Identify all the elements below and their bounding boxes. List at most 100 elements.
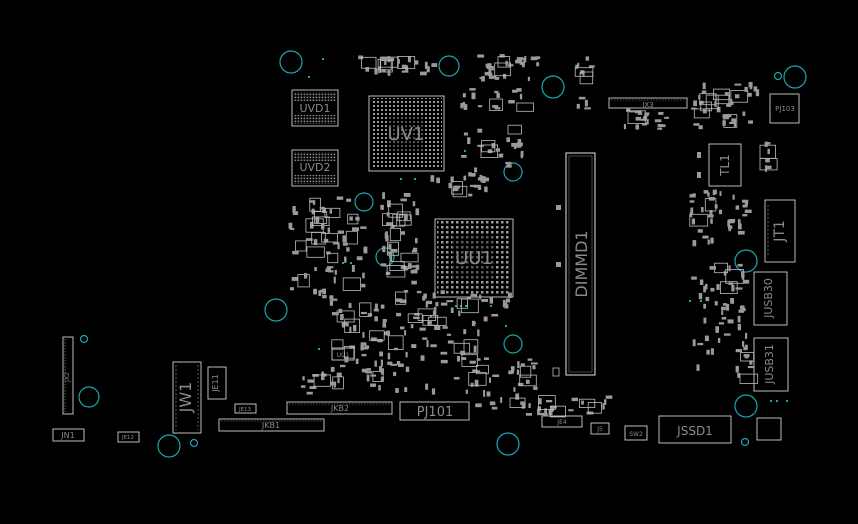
smd-passive	[737, 263, 743, 267]
smd-passive	[422, 295, 426, 301]
smd-passive	[431, 63, 438, 67]
smd-passive	[380, 263, 387, 267]
smd-ic	[345, 230, 358, 245]
smd-passive	[582, 70, 585, 77]
smd-passive	[703, 317, 707, 324]
smd-passive	[419, 327, 426, 331]
connector-jx3: JX3	[608, 97, 688, 109]
smd-passive	[716, 284, 720, 290]
smd-passive	[378, 66, 381, 74]
smd-passive	[698, 95, 701, 100]
tl1-label: TL1	[718, 154, 732, 177]
smd-passive	[327, 266, 334, 269]
smd-passive	[319, 289, 324, 293]
smd-passive	[483, 357, 489, 360]
smd-passive	[588, 65, 595, 68]
smd-passive	[420, 355, 425, 361]
smd-passive	[462, 101, 466, 108]
connector-je4: JE4	[541, 415, 583, 428]
smd-passive	[735, 349, 742, 353]
smd-passive	[520, 363, 525, 367]
smd-passive	[349, 345, 355, 349]
smd-passive	[436, 177, 439, 183]
smd-passive	[380, 376, 384, 382]
smd-passive	[468, 172, 472, 177]
smd-passive	[426, 66, 430, 73]
smd-passive	[393, 371, 397, 377]
smd-passive	[361, 368, 368, 373]
smd-passive	[422, 337, 428, 340]
connector-je12: JE12	[117, 431, 140, 443]
connector-jt1: JT1	[764, 199, 796, 263]
smd-ic	[344, 318, 361, 333]
smd-passive	[481, 76, 485, 82]
smd-passive	[725, 304, 730, 311]
smd-passive	[344, 256, 347, 261]
smd-ic	[311, 232, 326, 245]
smd-ic	[456, 298, 468, 309]
smd-ic	[392, 213, 406, 227]
smd-ic	[331, 339, 344, 350]
smd-passive	[413, 316, 420, 319]
smd-passive	[701, 207, 704, 213]
smd-passive	[735, 365, 739, 373]
smd-passive	[400, 198, 407, 202]
smd-passive	[737, 323, 741, 331]
smd-passive	[440, 302, 448, 306]
smd-ic	[400, 252, 419, 263]
smd-passive	[489, 296, 493, 304]
smd-passive	[742, 111, 746, 116]
smd-passive	[326, 251, 331, 255]
smd-passive	[363, 246, 368, 254]
smd-passive	[690, 207, 694, 214]
smd-passive	[699, 279, 704, 285]
smd-passive	[370, 383, 376, 387]
smd-passive	[727, 319, 734, 324]
smd-passive	[496, 92, 500, 98]
smd-passive	[337, 244, 340, 250]
smd-passive	[358, 55, 364, 60]
smd-passive	[349, 216, 353, 221]
smd-passive	[360, 226, 367, 229]
smd-passive	[714, 204, 718, 209]
smd-passive	[512, 89, 518, 93]
smd-passive	[393, 347, 399, 351]
smd-passive	[575, 64, 578, 69]
smd-passive	[538, 398, 542, 405]
smd-passive	[712, 189, 716, 196]
uu1-small-label: UU1	[337, 352, 350, 359]
smd-passive	[517, 139, 522, 145]
smd-passive	[703, 190, 709, 194]
jkb2-label: JKB2	[330, 404, 349, 413]
smd-passive	[640, 118, 647, 121]
smd-passive	[337, 377, 340, 384]
smd-passive	[374, 68, 378, 75]
smd-passive	[398, 363, 404, 367]
smd-passive	[366, 374, 370, 382]
smd-passive	[288, 222, 293, 229]
smd-passive	[344, 356, 349, 363]
smd-passive	[697, 342, 704, 346]
jusb31-label: JUSB31	[763, 344, 776, 385]
mounting-hole	[157, 434, 181, 458]
via-small	[189, 438, 199, 448]
smd-passive	[415, 208, 420, 216]
mounting-hole	[734, 249, 758, 273]
smd-passive	[766, 165, 772, 169]
smd-passive	[410, 324, 414, 329]
smd-ic	[369, 330, 385, 341]
smd-passive	[309, 386, 317, 389]
smd-ic	[388, 203, 404, 218]
smd-passive	[704, 335, 709, 342]
smd-ic	[382, 213, 398, 226]
smd-passive	[323, 238, 329, 243]
smd-passive	[489, 377, 491, 383]
smd-passive	[380, 304, 385, 309]
smd-passive	[321, 373, 325, 381]
smd-passive	[379, 351, 383, 357]
smd-ic	[360, 56, 377, 69]
smd-passive	[450, 176, 454, 183]
smd-passive	[390, 226, 395, 229]
mounting-hole	[783, 65, 807, 89]
